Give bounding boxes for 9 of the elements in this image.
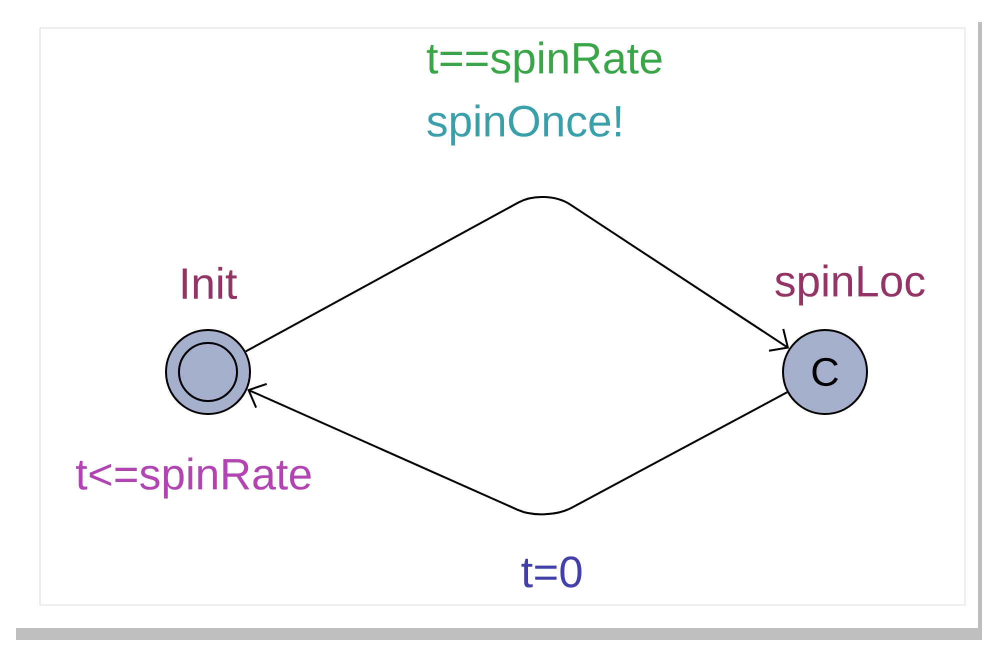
location-name: spinLoc: [775, 264, 925, 306]
edge-label: t=0: [521, 556, 582, 588]
transition-arrow: [245, 196, 790, 352]
transition-arrow: [247, 382, 788, 516]
location-circle: [165, 329, 251, 415]
invariant-label: t<=spinRate: [76, 457, 311, 498]
edge-label: t==spinRate: [426, 42, 662, 82]
sync-label: spinOnce!: [427, 104, 620, 146]
location-name: Init: [182, 266, 238, 300]
